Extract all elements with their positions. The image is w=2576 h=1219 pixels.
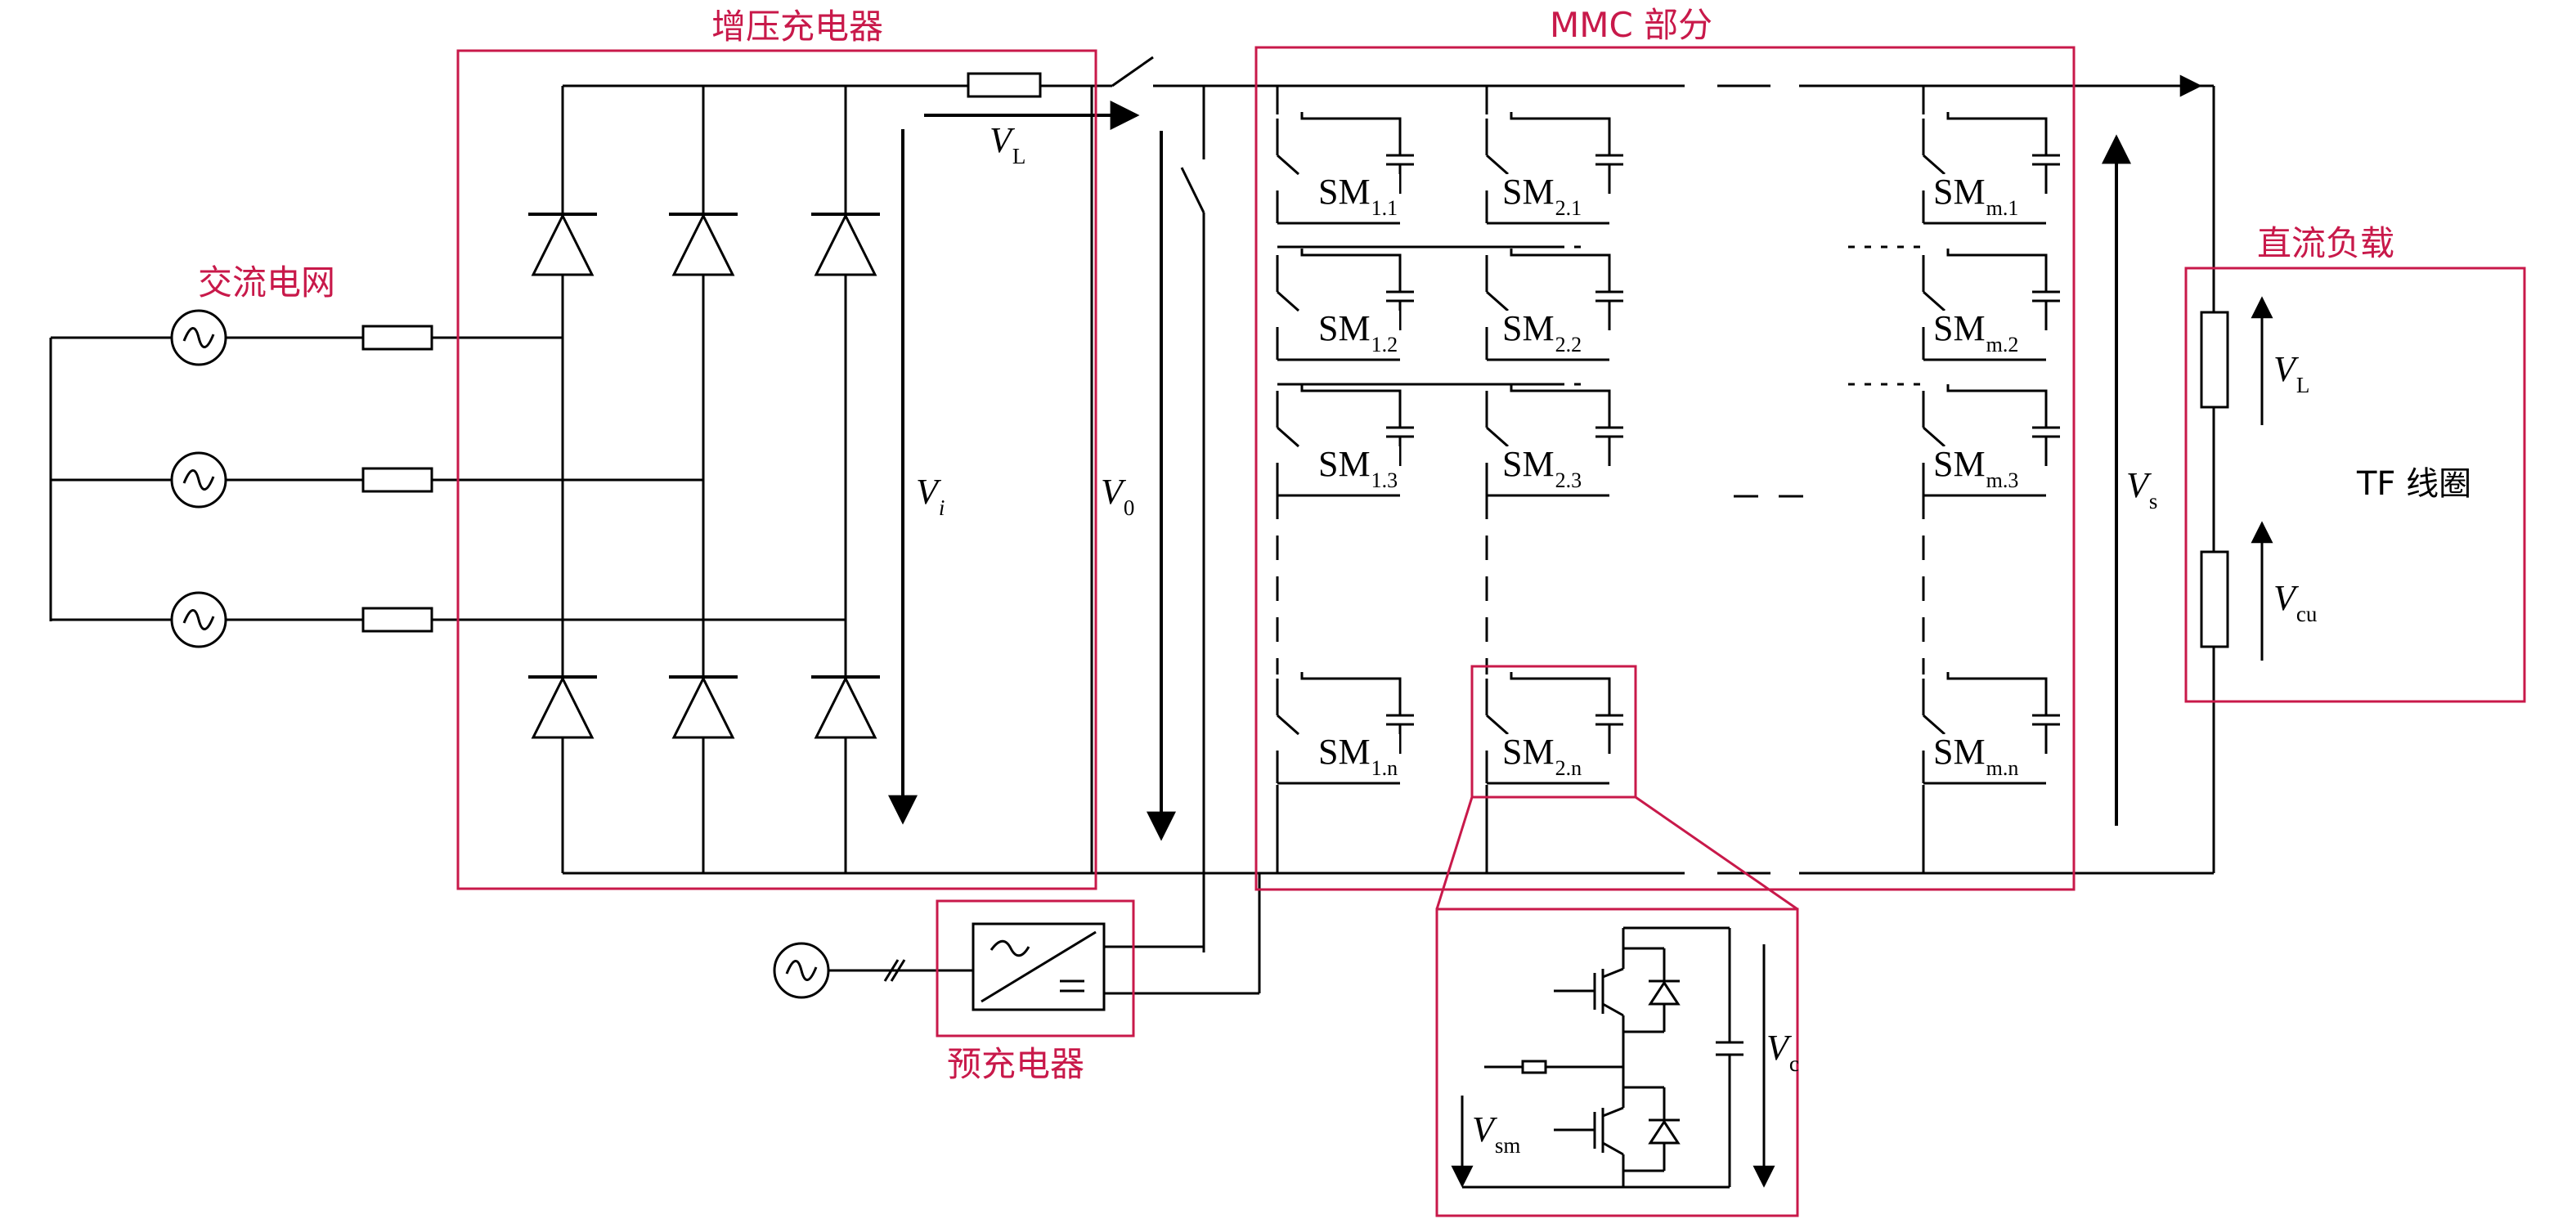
sm-detail-box	[1435, 908, 1799, 1217]
vi-label: Vi	[916, 472, 945, 520]
ac-source-icon	[773, 942, 830, 999]
vs-label: Vs	[2126, 465, 2158, 513]
mmc-part-label: MMC 部分	[1550, 5, 1713, 45]
sm-resistor-icon	[1521, 1060, 1547, 1074]
boost-charger-box	[456, 49, 1097, 890]
dc-load-label: 直流负载	[2257, 223, 2395, 263]
pre-charger-label: 预充电器	[947, 1044, 1085, 1084]
sm-highlight-box	[1470, 665, 1637, 799]
dc-load	[2200, 311, 2229, 648]
v0-label: V0	[1101, 472, 1135, 520]
diode-icon	[667, 674, 739, 742]
pre-charger	[828, 922, 1125, 1011]
inductor-resistor-icon	[967, 72, 1042, 98]
group-boxes	[456, 46, 2526, 1217]
switches	[1092, 56, 1261, 995]
vl-label: VL	[990, 120, 1026, 168]
dc-load-box	[2184, 267, 2526, 703]
sm-2-n-label: SM2.n	[1501, 732, 1584, 780]
diode-icon	[667, 211, 739, 280]
sm-1-1-label: SM1.1	[1317, 172, 1400, 220]
diode-icon	[527, 211, 599, 280]
ac-source-icon	[170, 309, 227, 366]
line-resistor-icon	[361, 467, 433, 493]
diode-icon	[810, 674, 882, 742]
mmc-wiring	[1259, 74, 2215, 875]
line-resistor-icon	[361, 607, 433, 633]
ac-source-icon	[170, 451, 227, 509]
diode-icon	[527, 674, 599, 742]
ac-grid-label: 交流电网	[198, 262, 336, 303]
pre-charger-box	[936, 899, 1135, 1037]
submodule-detail	[1484, 926, 1744, 1189]
sm-2-1-label: SM2.1	[1501, 172, 1584, 220]
boost-charger-label: 增压充电器	[711, 7, 884, 47]
tf-coil-label: TF 线圈	[2357, 465, 2472, 503]
ac-grid	[49, 336, 846, 621]
sm-2-3-label: SM2.3	[1501, 444, 1584, 492]
sm-m-3-label: SMm.3	[1932, 444, 2021, 492]
sm-m-n-label: SMm.n	[1932, 732, 2021, 780]
sm-m-2-label: SMm.2	[1932, 308, 2021, 356]
vc-label: Vc	[1766, 1028, 1799, 1076]
vsm-label: Vsm	[1472, 1109, 1521, 1158]
zoom-lines	[1435, 795, 1798, 911]
sm-1-3-label: SM1.3	[1317, 444, 1400, 492]
line-resistor-icon	[361, 325, 433, 351]
sm-1-n-label: SM1.n	[1317, 732, 1400, 780]
sm-1-2-label: SM1.2	[1317, 308, 1400, 356]
sm-2-2-label: SM2.2	[1501, 308, 1584, 356]
vcu-label: Vcu	[2273, 578, 2318, 626]
ac-source-icon	[170, 591, 227, 648]
vl-load-label: VL	[2273, 349, 2310, 397]
sm-m-1-label: SMm.1	[1932, 172, 2021, 220]
mmc-box	[1254, 46, 2076, 891]
diode-icon	[810, 211, 882, 280]
